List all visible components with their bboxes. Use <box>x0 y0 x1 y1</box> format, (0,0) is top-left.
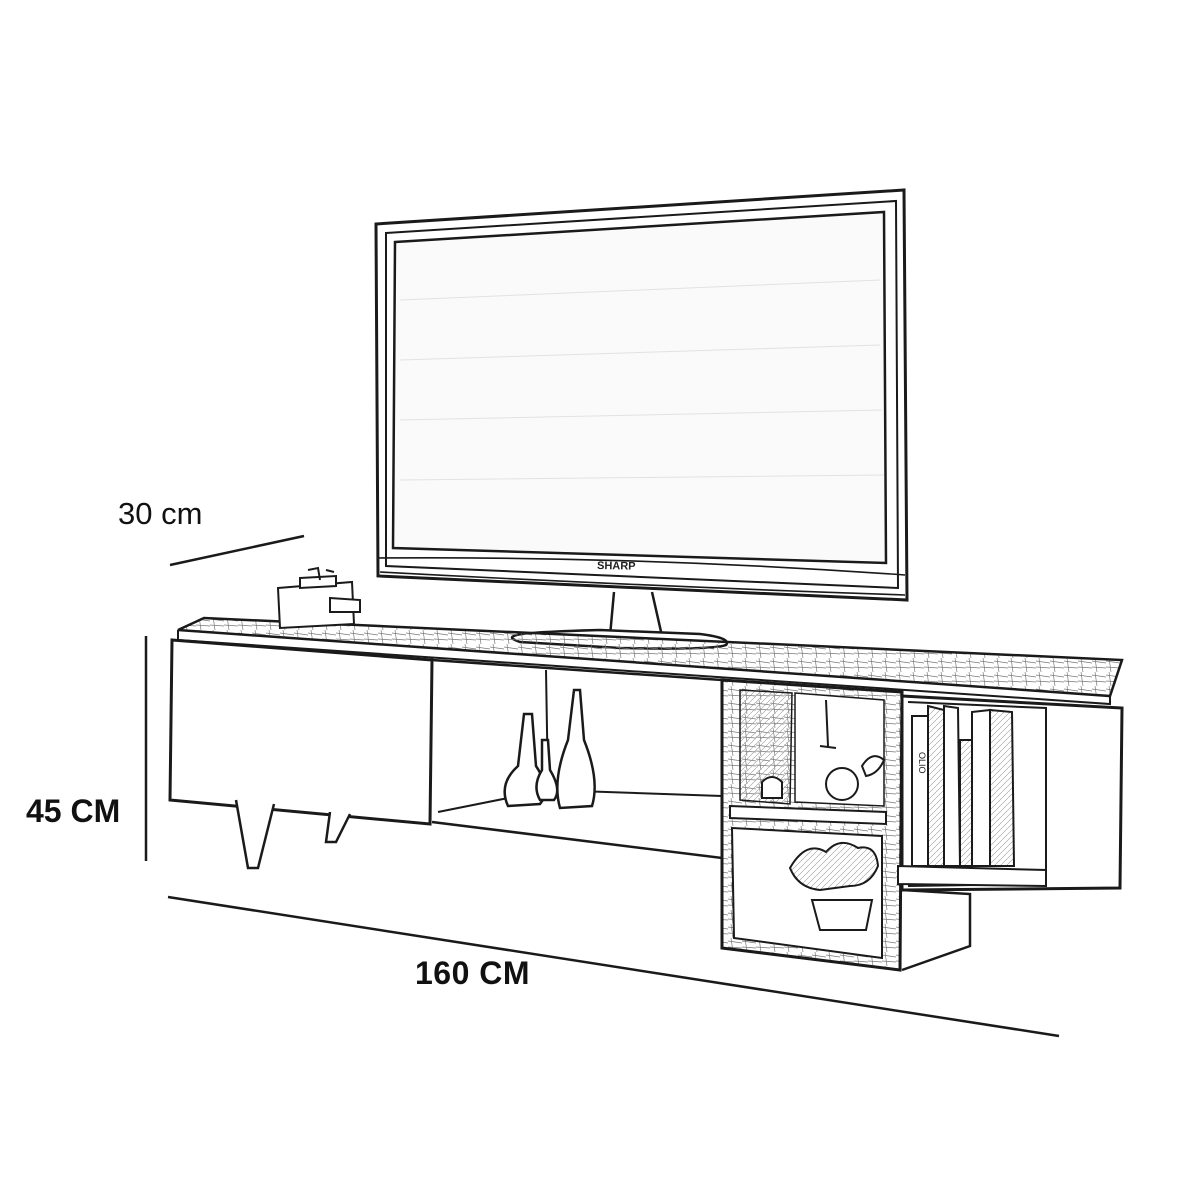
plant-pot <box>810 899 874 931</box>
book-4 <box>959 739 973 867</box>
shelf-upper-right-compartment <box>794 692 885 807</box>
hanging-ornament <box>819 699 837 749</box>
cabinet-leg-right <box>324 811 352 844</box>
small-figurine <box>761 776 783 799</box>
box-detail <box>329 596 361 613</box>
tv-stand-neck <box>608 591 664 637</box>
depth-dimension-line <box>169 534 305 567</box>
television <box>374 188 909 650</box>
cabinet-left-door <box>168 638 434 826</box>
tv-bezel-inner <box>385 199 900 590</box>
books-row <box>911 704 1016 867</box>
height-dimension-label: 45 CM <box>26 793 121 829</box>
decor-box <box>276 566 361 630</box>
small-plant-top <box>860 755 886 778</box>
shelf-decor <box>761 699 886 931</box>
width-dimension-label: 160 CM <box>415 955 531 991</box>
box-lid <box>299 574 337 590</box>
depth-dimension-label: 30 cm <box>118 496 203 531</box>
vase-small <box>535 738 559 802</box>
book-section-shelf <box>897 864 1047 888</box>
tv-lower-trim <box>379 571 906 596</box>
vase-tall <box>556 688 596 810</box>
decor-vases <box>503 688 596 810</box>
book-5 <box>971 708 991 867</box>
book-spine-label: OLIO <box>917 752 927 774</box>
book-1 <box>911 715 929 867</box>
shelf-lower-box-outer <box>901 888 972 972</box>
potted-plant <box>788 841 880 892</box>
cabinet-top-surface <box>177 616 1124 698</box>
book-2 <box>927 704 945 867</box>
tv-screen-texture <box>399 279 885 481</box>
tv-screen <box>391 210 888 565</box>
shelf-divider <box>729 804 887 826</box>
book-3 <box>943 704 962 867</box>
box-ornament <box>307 566 335 581</box>
width-dimension-line <box>167 895 1060 1038</box>
shelf-upper-compartment <box>739 689 793 805</box>
dimension-lines <box>144 534 1060 1038</box>
globe-ornament <box>825 767 859 801</box>
cabinet-leg-left <box>234 799 276 870</box>
cabinet-top-front-edge <box>177 630 1111 706</box>
tv-cabinet <box>168 616 1124 972</box>
tv-brand-logo: SHARP <box>597 560 636 573</box>
book-6 <box>989 708 1016 867</box>
tv-bottom-bezel <box>377 557 906 576</box>
